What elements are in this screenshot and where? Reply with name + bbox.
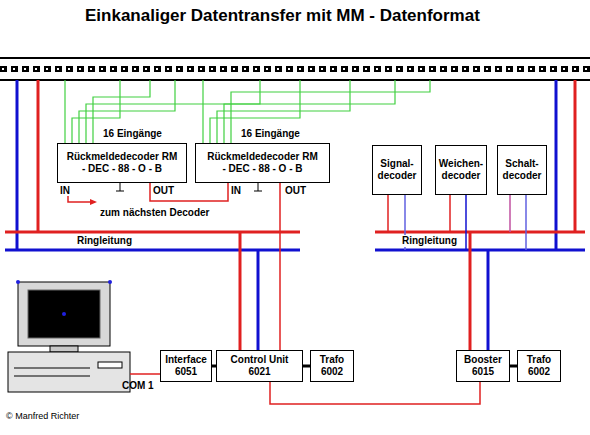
supply-wire [239,232,242,350]
feeder-wire [555,80,558,250]
feeder-wire [16,80,19,250]
input-count: 16 Eingänge [103,128,162,140]
diagram-title: Einkanaliger Datentransfer mit MM - Date… [85,6,480,26]
decoder-box: Trafo 6002 [310,350,354,382]
box-label: Rückmeldedecoder RM - DEC - 88 - O - B [207,151,319,175]
rail [0,57,590,59]
arrowhead [90,199,97,205]
ring-label: Ringleitung [400,235,459,247]
decoder-box: Signal- decoder [372,145,422,195]
plug-link [303,365,310,368]
ring-line [375,231,585,234]
sleepers [0,66,590,72]
decoder-box: Trafo 6002 [517,350,561,382]
data-cable [150,183,228,201]
port-label: IN [231,185,241,197]
sleeper-dots [2,68,590,70]
rail [0,79,590,81]
box-label: Control Unit 6021 [225,354,295,378]
ring-line [375,249,585,252]
callout-arrow [68,196,92,202]
decoder-wires [388,195,526,250]
box-label: Booster 6015 [459,354,507,378]
port-label: OUT [153,185,174,197]
box-label: Weichen- decoder [438,158,484,182]
box-label: Interface 6051 [163,354,209,378]
decoder-box: Weichen- decoder [435,145,487,195]
box-label: Signal- decoder [375,158,419,182]
feeder-wire [37,80,40,232]
data-cable [270,382,480,404]
ring-line [5,231,300,234]
box-label: Rückmeldedecoder RM - DEC - 88 - O - B [66,151,178,175]
supply-wire [469,232,472,350]
port-label: OUT [285,185,306,197]
port-label: IN [60,185,70,197]
plug-link [510,365,517,368]
serial-cable [130,373,160,375]
decoder-box: 16 EingängeRückmeldedecoder RM - DEC - 8… [195,143,330,183]
decoder-box: 16 EingängeRückmeldedecoder RM - DEC - 8… [57,143,187,183]
decoder-box: Booster 6015 [456,350,510,382]
ring-line [5,249,300,252]
note-text: zum nächsten Decoder [100,207,209,219]
box-label: Schalt- decoder [500,158,544,182]
input-count: 16 Eingänge [241,128,300,140]
feedback-wires [65,80,430,143]
copyright: © Manfred Richter [6,410,79,422]
decoder-box: Schalt- decoder [497,145,547,195]
box-label: Trafo 6002 [313,354,351,378]
supply-wire [257,250,260,350]
ring-label: Ringleitung [75,235,134,247]
box-label: Trafo 6002 [520,354,558,378]
port-label: COM 1 [122,380,154,392]
decoder-box: Interface 6051 [160,350,212,382]
data-cable [279,183,281,350]
computer-illustration [8,280,130,392]
supply-wire [487,250,490,350]
feeder-wire [574,80,577,232]
decoder-box: Control Unit 6021 [216,350,303,382]
